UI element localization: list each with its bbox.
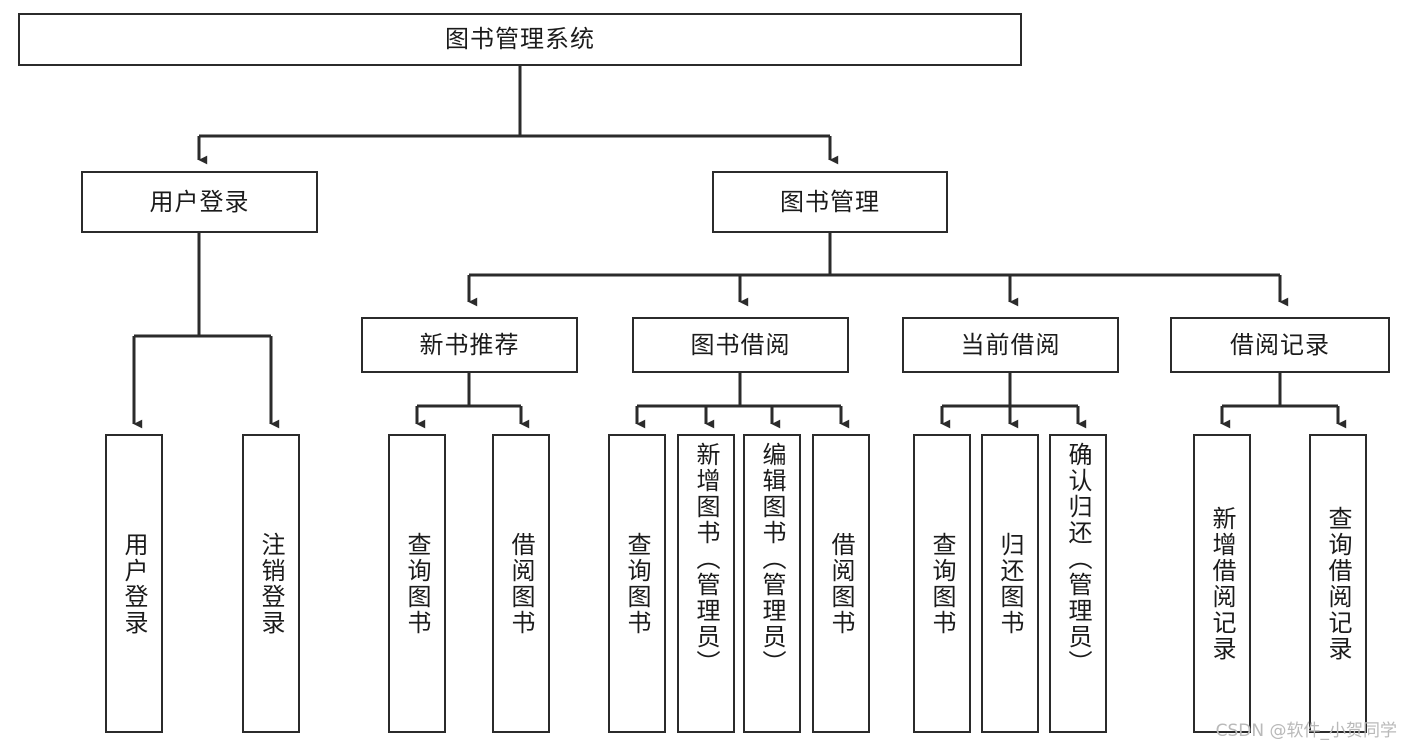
node-label: 借阅图书 [507, 531, 535, 636]
node-root-system[interactable]: 图书管理系统 [18, 13, 1022, 66]
node-leaf-borrow-book-1[interactable]: 借阅图书 [492, 434, 550, 733]
node-label: 查询图书 [403, 531, 431, 636]
node-label: 图书管理 [780, 187, 880, 216]
node-label: 确认归还（管理员） [1064, 442, 1092, 676]
node-label: 用户登录 [149, 187, 250, 216]
node-label: 图书借阅 [690, 330, 791, 359]
node-leaf-add-record[interactable]: 新增借阅记录 [1193, 434, 1251, 733]
node-label: 借阅记录 [1230, 330, 1330, 359]
node-book-management[interactable]: 图书管理 [712, 171, 948, 233]
node-label: 当前借阅 [960, 330, 1061, 359]
node-label: 查询图书 [928, 531, 956, 636]
node-leaf-edit-book[interactable]: 编辑图书（管理员） [743, 434, 801, 733]
node-book-borrow[interactable]: 图书借阅 [632, 317, 849, 373]
node-label: 用户登录 [120, 531, 148, 636]
node-label: 查询借阅记录 [1324, 505, 1352, 662]
node-label: 借阅图书 [827, 531, 855, 636]
node-label: 图书管理系统 [445, 25, 595, 54]
node-user-login[interactable]: 用户登录 [81, 171, 318, 233]
node-label: 新增借阅记录 [1208, 505, 1236, 662]
node-current-borrow[interactable]: 当前借阅 [902, 317, 1119, 373]
node-label: 查询图书 [623, 531, 651, 636]
node-leaf-query-book-1[interactable]: 查询图书 [388, 434, 446, 733]
node-label: 归还图书 [996, 531, 1024, 636]
csdn-watermark: CSDN @软件_小贺同学 [1215, 721, 1397, 741]
node-label: 新书推荐 [419, 330, 520, 359]
node-leaf-query-record[interactable]: 查询借阅记录 [1309, 434, 1367, 733]
node-leaf-confirm-return[interactable]: 确认归还（管理员） [1049, 434, 1107, 733]
node-leaf-query-book-3[interactable]: 查询图书 [913, 434, 971, 733]
node-leaf-user-login[interactable]: 用户登录 [105, 434, 163, 733]
node-leaf-add-book[interactable]: 新增图书（管理员） [677, 434, 735, 733]
node-leaf-query-book-2[interactable]: 查询图书 [608, 434, 666, 733]
node-new-book-recommend[interactable]: 新书推荐 [361, 317, 578, 373]
node-leaf-logout-login[interactable]: 注销登录 [242, 434, 300, 733]
node-leaf-return-book[interactable]: 归还图书 [981, 434, 1039, 733]
node-label: 注销登录 [257, 531, 285, 636]
node-leaf-borrow-book-2[interactable]: 借阅图书 [812, 434, 870, 733]
node-label: 新增图书（管理员） [692, 442, 720, 676]
node-borrow-record[interactable]: 借阅记录 [1170, 317, 1390, 373]
node-label: 编辑图书（管理员） [758, 442, 786, 676]
